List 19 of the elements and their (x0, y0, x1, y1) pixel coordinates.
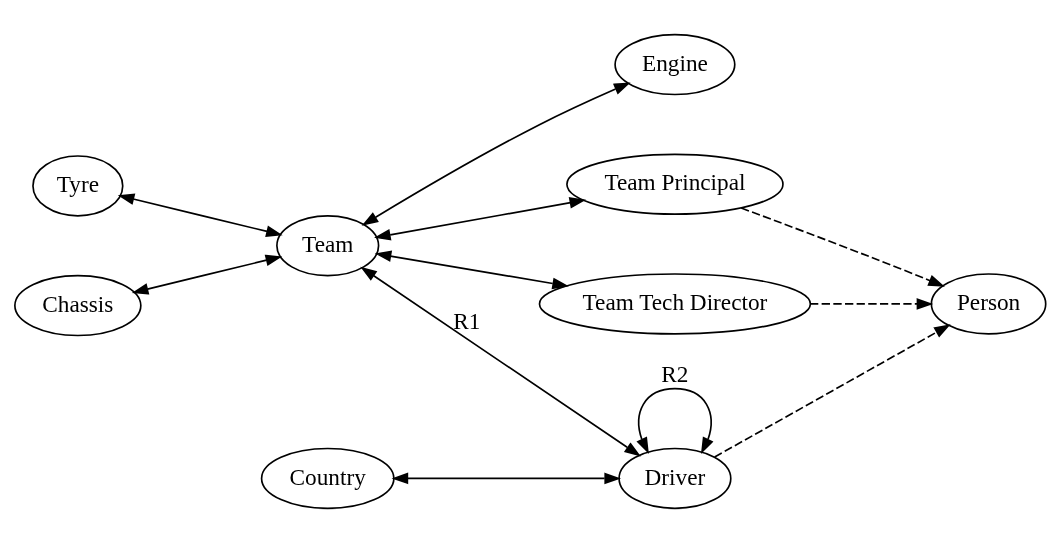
node-ellipse: Tyre (32, 154, 124, 217)
arrow (117, 192, 283, 237)
node-ellipse: Team (276, 214, 380, 276)
node-ellipse: Country (260, 447, 395, 509)
node-ellipse: Chassis (14, 274, 142, 336)
arrow (374, 196, 587, 241)
node-ellipse: Team Tech Director (538, 272, 812, 335)
arrow (391, 472, 621, 484)
arrow (131, 254, 283, 295)
arrow (636, 387, 714, 454)
arrow (740, 206, 945, 287)
arrow (361, 81, 631, 226)
arrow (809, 297, 934, 310)
node-ellipse: Driver (618, 447, 732, 509)
edge-label: R2 (661, 360, 689, 387)
arrow (360, 266, 641, 457)
arrow (713, 323, 951, 458)
arrow (374, 249, 569, 289)
edge-label: R1 (453, 307, 481, 334)
